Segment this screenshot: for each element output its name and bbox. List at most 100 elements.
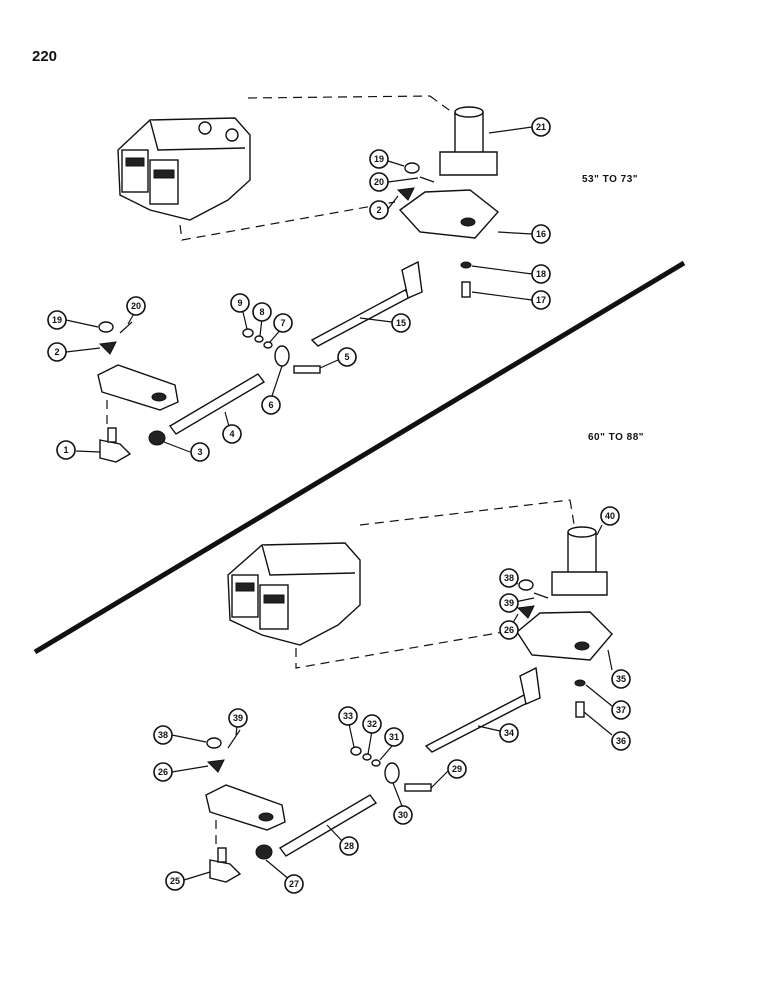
nut-9 [242, 328, 254, 338]
callout-20-lower: 20 [126, 296, 146, 316]
range-label-top: 53" TO 73" [582, 174, 638, 185]
callout-35: 35 [611, 669, 631, 689]
callout-30: 30 [393, 805, 413, 825]
steering-gear-housing-bottom [227, 542, 361, 646]
bolt-29 [404, 783, 432, 792]
callout-6: 6 [261, 395, 281, 415]
nut-33 [350, 746, 362, 756]
washer-32 [362, 753, 372, 761]
pin-39-lower [227, 729, 241, 749]
callout-5: 5 [337, 347, 357, 367]
callout-2-top: 2 [369, 200, 389, 220]
clamp-30 [384, 762, 400, 784]
dashed-guide-bottom [295, 499, 571, 669]
svg-text:20: 20 [131, 301, 141, 311]
callout-20-top: 20 [369, 172, 389, 192]
bolt-17 [461, 281, 471, 298]
drag-link-4 [168, 373, 266, 435]
callout-19-top: 19 [369, 149, 389, 169]
cone-26-lower [206, 759, 225, 773]
svg-text:37: 37 [616, 705, 626, 715]
callout-39-lower: 39 [228, 708, 248, 728]
range-label-bottom: 60" TO 88" [588, 432, 644, 443]
svg-text:16: 16 [536, 229, 546, 239]
callout-40: 40 [600, 506, 620, 526]
svg-text:39: 39 [504, 598, 514, 608]
svg-text:28: 28 [344, 841, 354, 851]
steering-arm-lower-top [97, 364, 179, 411]
svg-text:26: 26 [504, 625, 514, 635]
page-number: 220 [32, 48, 58, 65]
leader-lines [65, 126, 613, 881]
svg-text:20: 20 [374, 177, 384, 187]
callout-29: 29 [447, 759, 467, 779]
callout-21: 21 [531, 117, 551, 137]
nut-38-lower [206, 737, 222, 749]
washer-8 [254, 335, 264, 343]
svg-text:2: 2 [376, 205, 381, 215]
callout-39-top: 39 [499, 593, 519, 613]
svg-text:36: 36 [616, 736, 626, 746]
sleeve-27 [255, 844, 273, 860]
callout-3: 3 [190, 442, 210, 462]
steering-gear-housing-top [117, 117, 251, 221]
callout-7: 7 [273, 313, 293, 333]
svg-text:32: 32 [367, 719, 377, 729]
section-divider [33, 260, 686, 655]
callout-36: 36 [611, 731, 631, 751]
washer-7 [263, 341, 273, 349]
svg-text:21: 21 [536, 122, 546, 132]
svg-text:4: 4 [229, 429, 234, 439]
svg-text:35: 35 [616, 674, 626, 684]
nut-19-lower [98, 321, 114, 333]
svg-text:19: 19 [52, 315, 62, 325]
svg-text:39: 39 [233, 713, 243, 723]
callout-19-lower: 19 [47, 310, 67, 330]
svg-text:29: 29 [452, 764, 462, 774]
pin-20-top [419, 176, 435, 183]
svg-text:38: 38 [504, 573, 514, 583]
callout-16: 16 [531, 224, 551, 244]
svg-text:38: 38 [158, 730, 168, 740]
callout-31: 31 [384, 727, 404, 747]
svg-text:8: 8 [259, 307, 264, 317]
ball-joint-1 [99, 427, 132, 463]
callout-18: 18 [531, 264, 551, 284]
svg-text:26: 26 [158, 767, 168, 777]
svg-text:40: 40 [605, 511, 615, 521]
pin-20-lower [119, 321, 133, 334]
svg-text:25: 25 [170, 876, 180, 886]
callout-9: 9 [230, 293, 250, 313]
svg-text:2: 2 [54, 347, 59, 357]
callout-15: 15 [391, 313, 411, 333]
callout-26-lower: 26 [153, 762, 173, 782]
tie-rod-15 [310, 260, 423, 347]
callout-8: 8 [252, 302, 272, 322]
sleeve-3 [148, 430, 166, 446]
callout-1: 1 [56, 440, 76, 460]
callout-26-top: 26 [499, 620, 519, 640]
washer-18 [460, 261, 472, 269]
cone-26-top [516, 605, 535, 619]
svg-text:34: 34 [504, 728, 514, 738]
svg-text:5: 5 [344, 352, 349, 362]
pin-39-top [533, 592, 549, 599]
nut-19-top [404, 162, 420, 174]
svg-text:9: 9 [237, 298, 242, 308]
callout-25: 25 [165, 871, 185, 891]
tie-rod-34 [424, 666, 541, 753]
svg-text:1: 1 [63, 445, 68, 455]
ball-joint-25 [209, 847, 242, 883]
bolt-5 [293, 365, 321, 374]
cone-2-top [396, 187, 415, 201]
svg-text:17: 17 [536, 295, 546, 305]
bolt-36 [575, 701, 585, 718]
steering-arm-bottom [516, 611, 613, 661]
callout-34: 34 [499, 723, 519, 743]
svg-text:30: 30 [398, 810, 408, 820]
svg-text:15: 15 [396, 318, 406, 328]
svg-text:18: 18 [536, 269, 546, 279]
steering-arm-top [398, 189, 500, 239]
dashed-guide-top [179, 95, 431, 241]
